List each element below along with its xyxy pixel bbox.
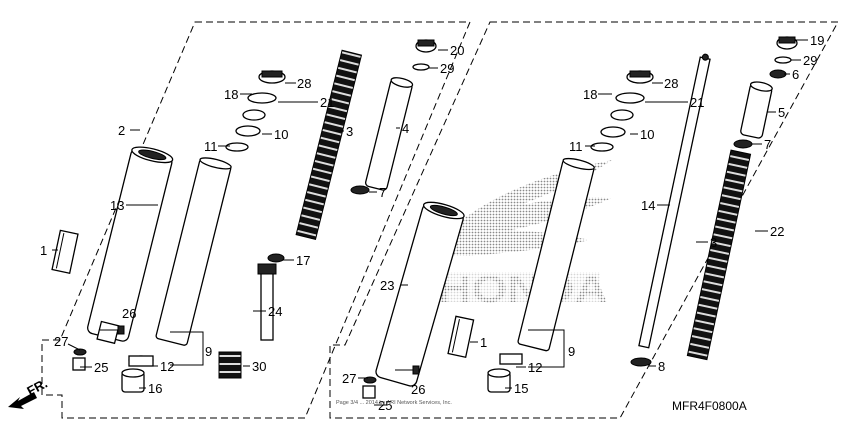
callout-21: 21 <box>320 95 334 110</box>
callout-10: 10 <box>274 127 288 142</box>
callout-7-right: 7 <box>764 137 771 152</box>
spacer-part-5 <box>740 81 773 139</box>
damper-rod-part-14 <box>638 53 711 349</box>
callout-25-right: 25 <box>378 398 392 413</box>
dust-seal-part-10 <box>235 125 261 137</box>
inner-tube-part-9 <box>155 157 232 346</box>
washer-part-18 <box>247 92 277 104</box>
callout-10-right: 10 <box>640 127 654 142</box>
fork-cap-part-28 <box>258 70 286 84</box>
callout-3: 3 <box>346 124 353 139</box>
callout-8: 8 <box>658 359 665 374</box>
assembly-22-boundary <box>329 21 839 419</box>
callout-7: 7 <box>379 185 386 200</box>
diagram-code: MFR4F0800A <box>672 399 747 413</box>
assembly-2-boundary <box>41 21 471 419</box>
washer-part-7-right <box>733 139 753 149</box>
callout-23: 23 <box>380 278 394 293</box>
inner-tube-part-9-right <box>517 157 595 352</box>
fork-cap-part-28-right <box>626 70 654 84</box>
callout-12: 12 <box>160 359 174 374</box>
callout-11-right: 11 <box>569 139 583 154</box>
spacer-part-4 <box>365 77 414 191</box>
callout-12-right: 12 <box>528 360 542 375</box>
callout-14: 14 <box>641 198 655 213</box>
cap-bolt-part-19 <box>776 36 798 50</box>
callout-6: 6 <box>792 67 799 82</box>
callout-28-right: 28 <box>664 76 678 91</box>
drain-bolt-part-25-right <box>362 385 376 399</box>
guide-pad-part-1-right <box>447 315 475 358</box>
callout-29: 29 <box>440 61 454 76</box>
guide-bushing-part-16 <box>121 368 145 393</box>
callout-29-right: 29 <box>803 53 817 68</box>
rebound-spring-part-30 <box>218 351 242 379</box>
oil-seal-part-11 <box>225 142 249 152</box>
callout-9-right: 9 <box>568 344 575 359</box>
callout-22: 22 <box>770 224 784 239</box>
callout-16: 16 <box>148 381 162 396</box>
o-ring-part-29-left <box>412 63 430 71</box>
socket-bolt-part-26 <box>100 325 125 335</box>
callout-11: 11 <box>204 139 218 154</box>
callout-15: 15 <box>514 381 528 396</box>
callout-18-right: 18 <box>583 87 597 102</box>
oil-seal-part-11-right <box>590 142 614 152</box>
guide-bushing-part-15 <box>487 368 511 393</box>
callout-1-right: 1 <box>480 335 487 350</box>
callout-30: 30 <box>252 359 266 374</box>
copyright-note: Page 3/4 ... 2014 by ARI Network Service… <box>336 400 452 406</box>
fork-spring-part-3-left <box>295 49 363 241</box>
callout-13: 13 <box>110 198 124 213</box>
circlip-part-21-right <box>610 109 634 121</box>
callout-28: 28 <box>297 76 311 91</box>
callout-25: 25 <box>94 360 108 375</box>
outer-tube-part-23 <box>375 201 465 387</box>
callout-20: 20 <box>450 43 464 58</box>
honda-wordmark: HONDA <box>438 269 608 311</box>
callout-24: 24 <box>268 304 282 319</box>
callout-4: 4 <box>402 121 409 136</box>
drain-bolt-part-25-left <box>72 357 86 371</box>
callout-26-right: 26 <box>411 382 425 397</box>
slide-bushing-part-12 <box>128 355 154 367</box>
callout-5: 5 <box>778 105 785 120</box>
washer-part-7-left <box>350 185 370 195</box>
guide-pad-part-1 <box>51 229 79 274</box>
dust-seal-part-10-right <box>600 126 626 138</box>
callout-19: 19 <box>810 33 824 48</box>
callout-27-right: 27 <box>342 371 356 386</box>
callout-3-right: 3 <box>710 235 717 250</box>
socket-bolt-part-26-right <box>395 365 420 375</box>
callout-1: 1 <box>40 243 47 258</box>
callout-27: 27 <box>54 334 68 349</box>
cap-bolt-part-20 <box>415 39 437 53</box>
callout-2: 2 <box>118 123 125 138</box>
piston-ring-part-17 <box>267 253 285 263</box>
spring-seat-part-8 <box>630 357 652 367</box>
washer-part-18-right <box>615 92 645 104</box>
circlip-part-21 <box>242 109 266 121</box>
callout-26: 26 <box>122 306 136 321</box>
callout-18: 18 <box>224 87 238 102</box>
callout-21-right: 21 <box>690 95 704 110</box>
slide-bushing-part-12-right <box>499 353 523 365</box>
washer-part-27-left <box>73 348 87 356</box>
outer-tube-part-13 <box>87 146 174 345</box>
callout-labels: 1 2 13 18 11 10 21 28 3 4 7 20 29 17 24 … <box>40 33 824 413</box>
fork-spring-part-3-right <box>686 149 752 361</box>
callout-9: 9 <box>205 344 212 359</box>
damper-rod-part-24 <box>257 263 277 341</box>
callout-17: 17 <box>296 253 310 268</box>
nut-part-6 <box>769 69 787 79</box>
front-direction-arrow: FR. <box>8 376 50 409</box>
o-ring-part-29-right <box>774 56 792 64</box>
leader-lines <box>52 39 808 406</box>
